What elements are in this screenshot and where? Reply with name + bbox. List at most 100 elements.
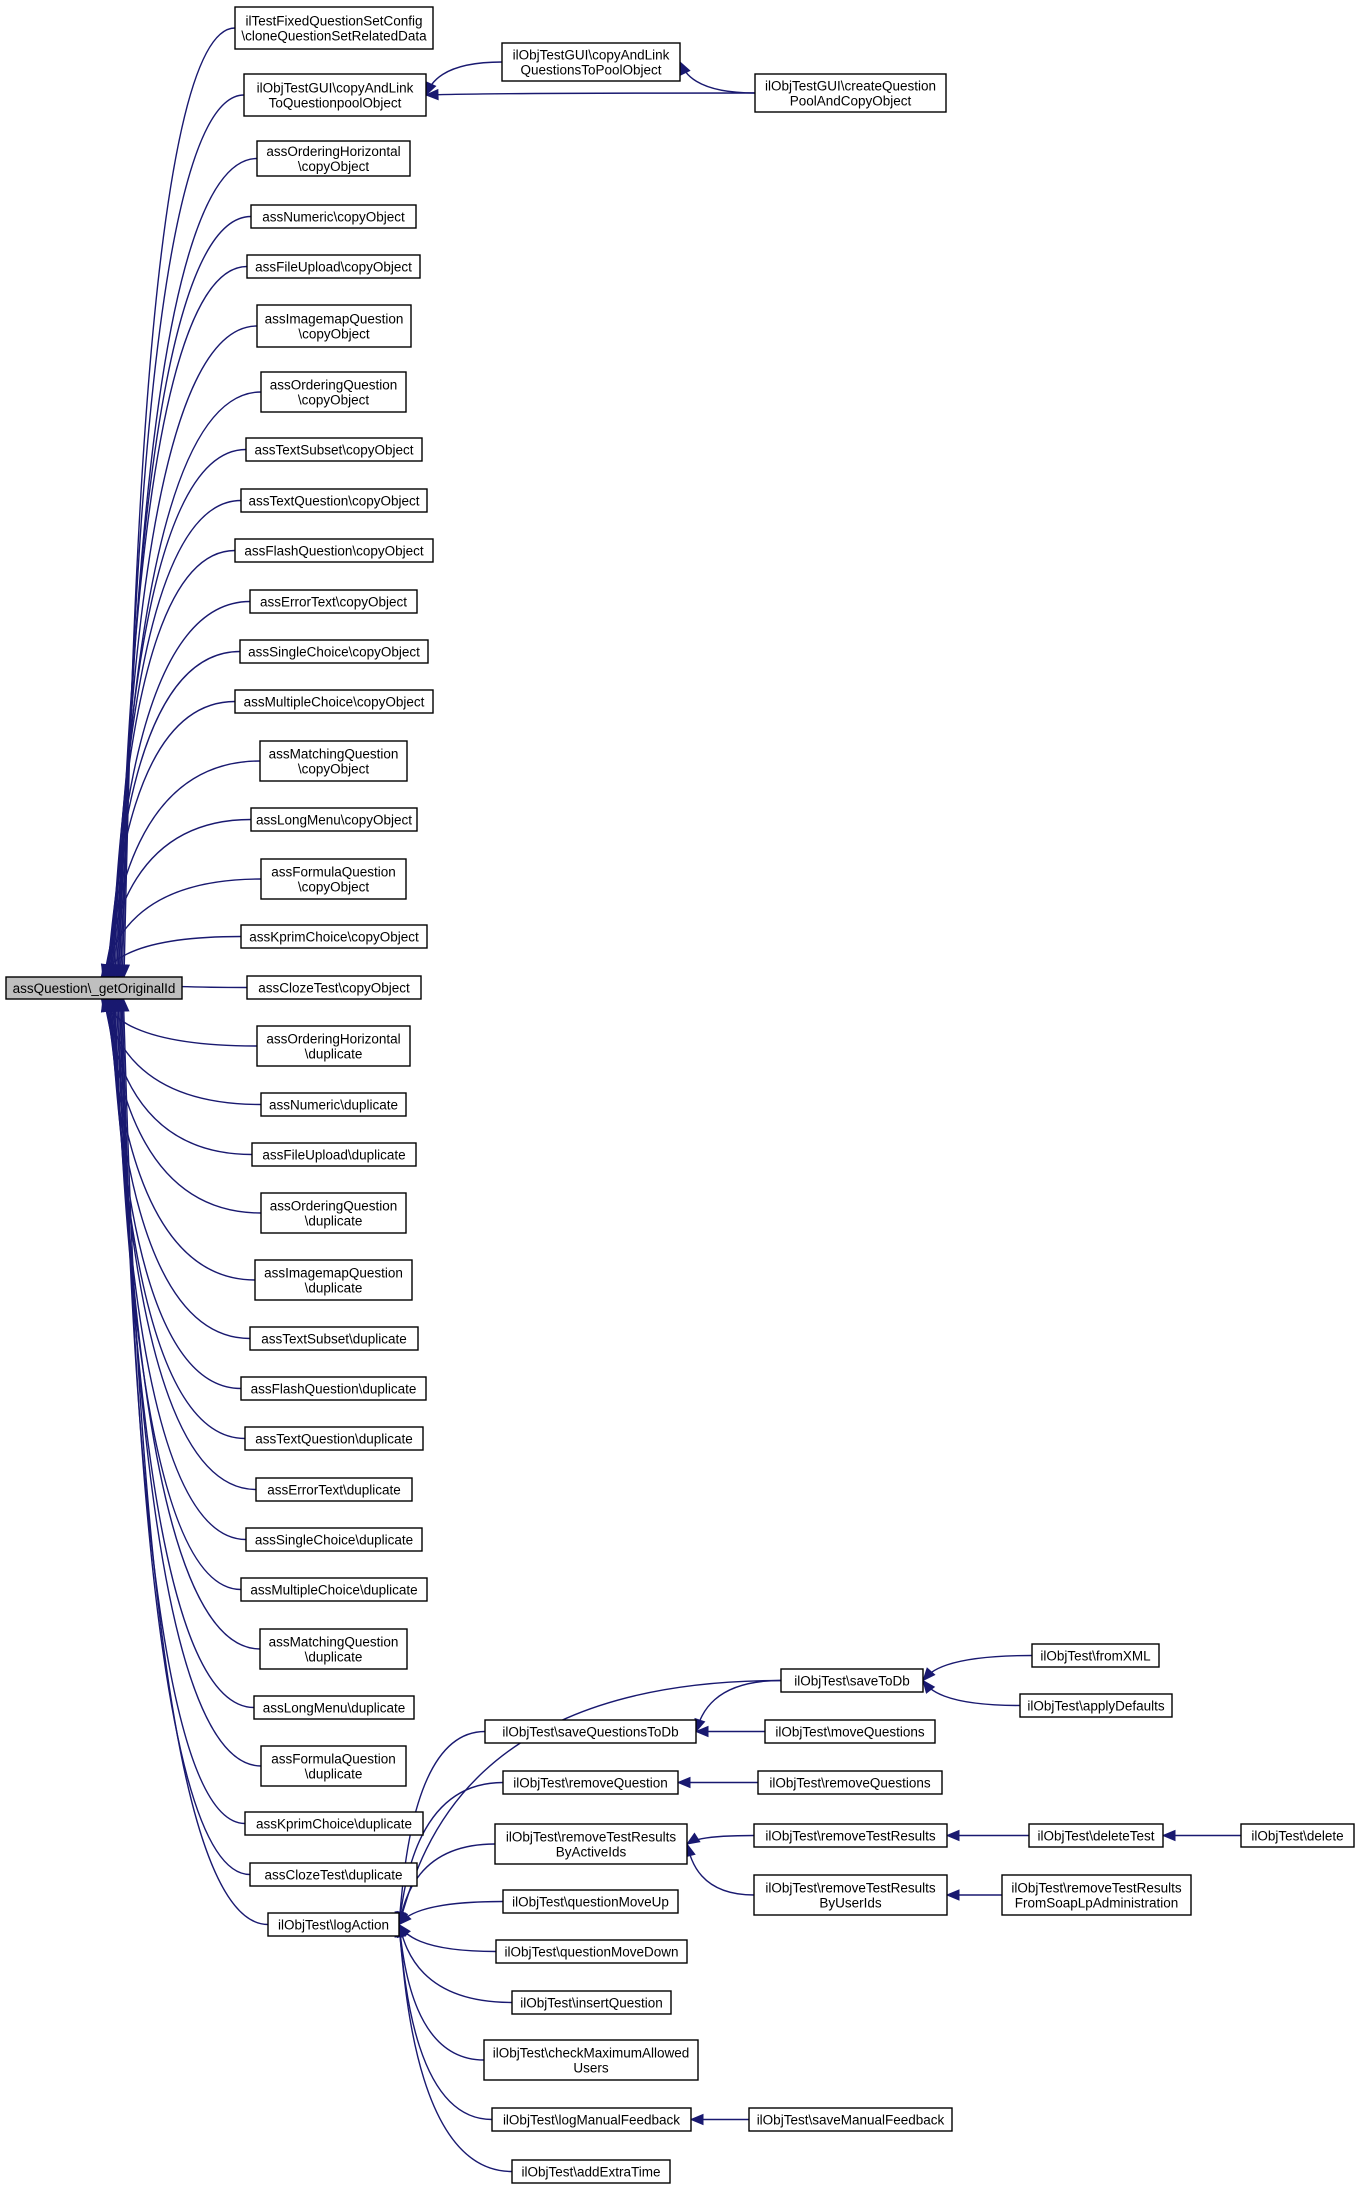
caller-node[interactable]: assOrderingHorizontal\duplicate: [256, 1025, 411, 1067]
caller-node[interactable]: assTextSubset\copyObject: [245, 437, 423, 462]
node-label-line: ilObjTest\saveQuestionsToDb: [502, 1725, 678, 1740]
caller-node[interactable]: ilObjTest\insertQuestion: [511, 1990, 672, 2015]
node-box: [244, 1811, 424, 1836]
edge-arrowhead: [1161, 1829, 1176, 1842]
caller-node[interactable]: assTextQuestion\copyObject: [240, 488, 428, 513]
caller-node[interactable]: ilObjTest\addExtraTime: [511, 2159, 671, 2184]
edge-arrowhead: [694, 1725, 709, 1738]
caller-node[interactable]: ilTestFixedQuestionSetConfig\cloneQuesti…: [234, 6, 434, 50]
caller-node[interactable]: assClozeTest\duplicate: [249, 1862, 418, 1887]
node-label-line: ilObjTest\questionMoveDown: [504, 1945, 678, 1960]
node-label-line: assTextSubset\duplicate: [261, 1332, 407, 1347]
node-label-line: assLongMenu\copyObject: [256, 813, 412, 828]
caller-node[interactable]: assFormulaQuestion\duplicate: [260, 1745, 407, 1787]
caller-node[interactable]: assErrorText\copyObject: [249, 589, 418, 614]
node-label-line: assQuestion\_getOriginalId: [13, 981, 176, 996]
caller-node[interactable]: assLongMenu\duplicate: [253, 1695, 415, 1720]
node-label-line: ToQuestionpoolObject: [269, 96, 402, 111]
caller-node[interactable]: ilObjTestGUI\copyAndLinkToQuestionpoolOb…: [243, 73, 427, 117]
caller-node[interactable]: assSingleChoice\copyObject: [239, 639, 429, 664]
caller-node[interactable]: ilObjTest\removeTestResults: [753, 1823, 948, 1848]
caller-node[interactable]: assErrorText\duplicate: [255, 1477, 413, 1502]
call-edge: [113, 998, 247, 1541]
caller-node[interactable]: assFlashQuestion\copyObject: [234, 538, 434, 563]
call-edge: [106, 700, 236, 978]
caller-node[interactable]: assOrderingHorizontal\copyObject: [256, 140, 411, 177]
node-box: [260, 1092, 407, 1117]
call-edge: [398, 1924, 513, 2004]
node-box: [244, 1426, 424, 1451]
caller-node[interactable]: ilObjTest\logManualFeedback: [491, 2107, 692, 2132]
node-label-line: assMultipleChoice\copyObject: [244, 695, 425, 710]
call-edge: [123, 27, 236, 978]
caller-node[interactable]: ilObjTest\removeQuestion: [502, 1770, 679, 1795]
caller-node[interactable]: ilObjTest\saveToDb: [780, 1668, 924, 1693]
caller-node[interactable]: assMatchingQuestion\duplicate: [259, 1628, 408, 1670]
caller-node[interactable]: assImagemapQuestion\duplicate: [254, 1259, 413, 1301]
caller-node[interactable]: assClozeTest\copyObject: [246, 975, 422, 1000]
caller-node[interactable]: assNumeric\copyObject: [250, 204, 417, 229]
caller-node[interactable]: ilObjTest\questionMoveDown: [495, 1939, 688, 1964]
caller-node[interactable]: ilObjTest\deleteTest: [1028, 1823, 1164, 1848]
node-box: [246, 975, 422, 1000]
edge-arrowhead: [922, 1679, 936, 1694]
caller-node[interactable]: assNumeric\duplicate: [260, 1092, 407, 1117]
caller-node[interactable]: ilObjTest\delete: [1240, 1823, 1355, 1848]
edge-arrowhead: [118, 997, 130, 1012]
caller-node[interactable]: assOrderingQuestion\duplicate: [260, 1192, 407, 1234]
caller-node[interactable]: assImagemapQuestion\copyObject: [256, 304, 412, 348]
node-box: [260, 371, 407, 413]
node-box: [259, 740, 408, 782]
caller-node[interactable]: assKprimChoice\duplicate: [244, 1811, 424, 1836]
node-box: [259, 1628, 408, 1670]
node-label-line: assErrorText\copyObject: [260, 595, 407, 610]
call-edge: [107, 650, 241, 978]
caller-node[interactable]: assTextQuestion\duplicate: [244, 1426, 424, 1451]
node-box: [254, 1259, 413, 1301]
node-box: [253, 1695, 415, 1720]
caller-node[interactable]: ilObjTest\logAction: [267, 1912, 400, 1937]
caller-node[interactable]: assMultipleChoice\copyObject: [234, 689, 434, 714]
caller-node[interactable]: ilObjTestGUI\createQuestionPoolAndCopyOb…: [754, 73, 947, 113]
node-label-line: ByActiveIds: [556, 1845, 627, 1860]
caller-node[interactable]: ilObjTest\removeQuestions: [757, 1770, 943, 1795]
root-node[interactable]: assQuestion\_getOriginalId: [5, 976, 183, 1000]
caller-node[interactable]: assLongMenu\copyObject: [250, 807, 418, 832]
caller-node[interactable]: ilObjTest\saveQuestionsToDb: [484, 1719, 697, 1744]
call-edge: [121, 998, 251, 1876]
caller-node[interactable]: assOrderingQuestion\copyObject: [260, 371, 407, 413]
node-box: [754, 73, 947, 113]
caller-node[interactable]: ilObjTest\removeTestResultsFromSoapLpAdm…: [1001, 1874, 1192, 1916]
node-box: [240, 1376, 427, 1401]
caller-node[interactable]: assFlashQuestion\duplicate: [240, 1376, 427, 1401]
call-edge: [110, 549, 236, 978]
node-label-line: \duplicate: [305, 1214, 363, 1229]
node-label-line: ilObjTestGUI\createQuestion: [765, 79, 936, 94]
caller-node[interactable]: assTextSubset\duplicate: [249, 1326, 419, 1351]
caller-node[interactable]: assKprimChoice\copyObject: [240, 924, 428, 949]
node-layer: assQuestion\_getOriginalId ilTestFixedQue…: [5, 6, 1355, 2184]
node-label-line: assFileUpload\duplicate: [262, 1148, 405, 1163]
caller-node[interactable]: assFileUpload\duplicate: [251, 1142, 417, 1167]
edge-arrowhead: [679, 60, 691, 76]
node-label-line: \copyObject: [298, 393, 370, 408]
caller-node[interactable]: ilObjTest\fromXML: [1031, 1643, 1160, 1668]
caller-node[interactable]: ilObjTest\applyDefaults: [1019, 1693, 1173, 1718]
caller-node[interactable]: ilObjTest\saveManualFeedback: [748, 2107, 953, 2132]
caller-node[interactable]: assMatchingQuestion\copyObject: [259, 740, 408, 782]
caller-node[interactable]: assMultipleChoice\duplicate: [240, 1577, 428, 1602]
caller-node[interactable]: ilObjTest\questionMoveUp: [502, 1889, 679, 1914]
caller-node[interactable]: ilObjTest\moveQuestions: [764, 1719, 936, 1744]
node-label-line: FromSoapLpAdministration: [1015, 1896, 1179, 1911]
caller-node[interactable]: assSingleChoice\duplicate: [245, 1527, 423, 1552]
caller-node[interactable]: assFormulaQuestion\copyObject: [260, 858, 407, 900]
node-label-line: assSingleChoice\copyObject: [248, 645, 420, 660]
caller-node[interactable]: assFileUpload\copyObject: [246, 254, 421, 279]
call-edge: [398, 1679, 782, 1925]
caller-node[interactable]: ilObjTestGUI\copyAndLinkQuestionsToPoolO…: [501, 42, 681, 82]
node-label-line: ilObjTest\deleteTest: [1037, 1829, 1154, 1844]
